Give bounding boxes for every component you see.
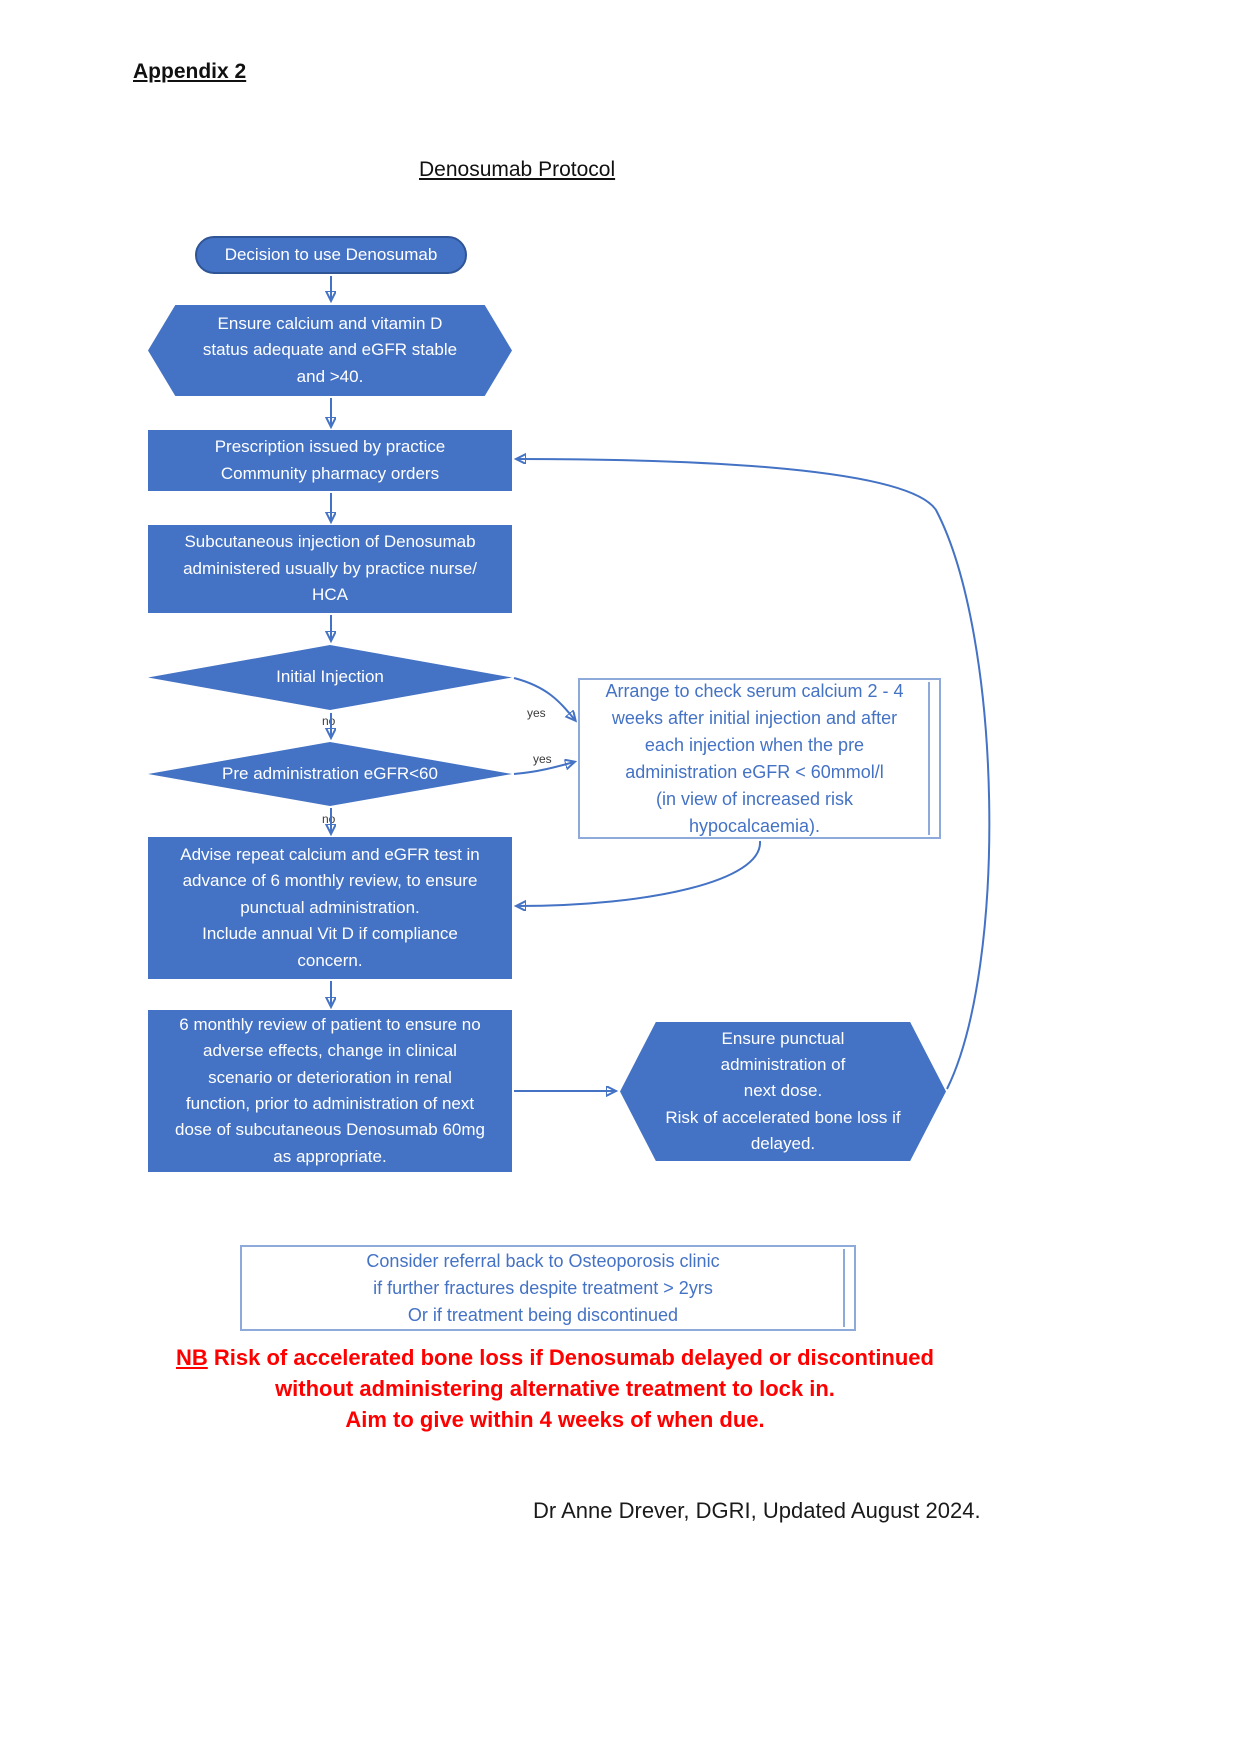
nb-label: NB (176, 1345, 208, 1370)
edge-label-yes-pre: yes (533, 752, 552, 766)
nb-warning-line2: without administering alternative treatm… (275, 1376, 835, 1402)
nb-warning-line3: Aim to give within 4 weeks of when due. (345, 1407, 765, 1433)
node-arrange-serum-calcium-check: Arrange to check serum calcium 2 - 4 wee… (578, 678, 941, 839)
nb-warning-line1: NB Risk of accelerated bone loss if Deno… (120, 1342, 990, 1373)
node-ensure-status: Ensure calcium and vitamin D status adeq… (148, 305, 512, 396)
node-ensure-punctual-administration: Ensure punctual administration of next d… (620, 1022, 946, 1161)
node-pre-admin-egfr: Pre administration eGFR<60 (148, 742, 512, 806)
nb-warning: NB Risk of accelerated bone loss if Deno… (120, 1342, 990, 1436)
node-initial-injection: Initial Injection (148, 645, 512, 710)
node-six-monthly-review: 6 monthly review of patient to ensure no… (148, 1010, 512, 1172)
arrow-arrange-to-advise (517, 840, 762, 906)
page-title: Denosumab Protocol (419, 158, 616, 181)
node-advise-repeat-tests: Advise repeat calcium and eGFR test in a… (148, 837, 512, 979)
node-decision: Decision to use Denosumab (195, 236, 467, 274)
node-injection: Subcutaneous injection of Denosumab admi… (148, 525, 512, 613)
node-consider-referral: Consider referral back to Osteoporosis c… (240, 1245, 856, 1331)
nb-line1-text: Risk of accelerated bone loss if Denosum… (207, 1345, 934, 1370)
appendix-heading: Appendix 2 (133, 60, 247, 83)
edge-label-yes-initial: yes (527, 706, 546, 720)
node-prescription: Prescription issued by practice Communit… (148, 430, 512, 491)
author-credit: Dr Anne Drever, DGRI, Updated August 202… (533, 1498, 981, 1523)
edge-label-no-initial: no (322, 714, 336, 728)
edge-label-no-pre: no (322, 812, 336, 826)
